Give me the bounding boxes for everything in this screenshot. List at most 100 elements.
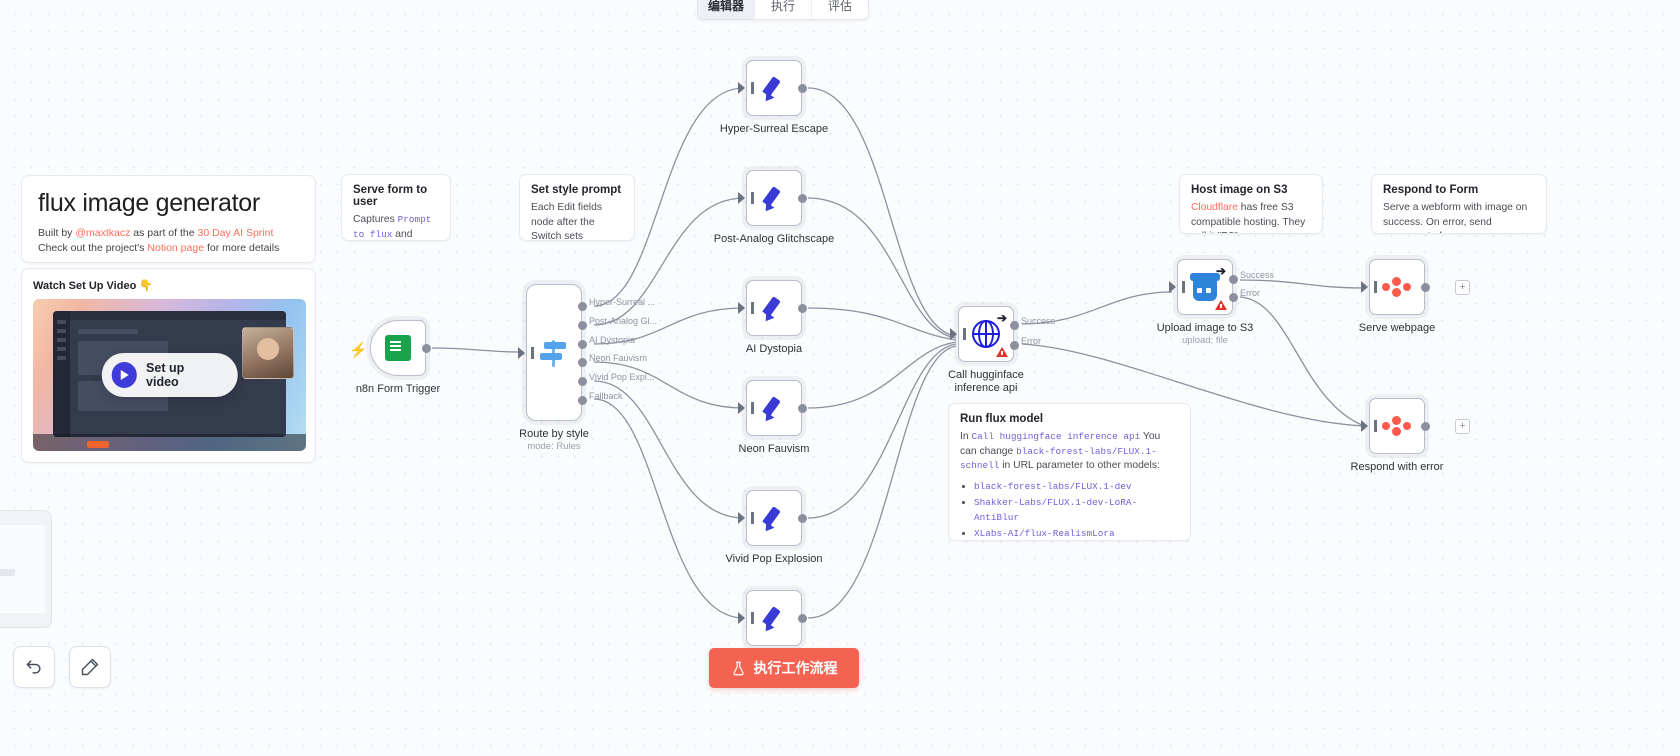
sprint-link[interactable]: 30 Day AI Sprint bbox=[197, 226, 274, 239]
output-port[interactable] bbox=[798, 83, 807, 93]
title-sticky-note[interactable]: flux image generator Built by @maxtkacz … bbox=[21, 175, 316, 263]
node-body[interactable]: ➔ Success Error bbox=[1169, 259, 1274, 315]
node-body[interactable] bbox=[738, 380, 807, 436]
node-hyper-surreal-escape[interactable]: Hyper-Surreal Escape bbox=[720, 60, 828, 135]
output-port[interactable] bbox=[422, 343, 431, 353]
note-text: and bbox=[392, 228, 413, 240]
node-body[interactable] bbox=[738, 280, 807, 336]
input-port[interactable] bbox=[738, 402, 754, 414]
output-port-0[interactable]: Hyper-Surreal ... bbox=[578, 297, 655, 311]
edit-fields-icon bbox=[761, 605, 787, 631]
tab-editor[interactable]: 编辑器 bbox=[698, 0, 755, 19]
note-text: has free S3 compatible hosting. They cal… bbox=[1191, 202, 1306, 233]
output-port[interactable] bbox=[1421, 282, 1430, 292]
node-body[interactable]: Hyper-Surreal ... Post-Analog Gl... AI D… bbox=[518, 284, 657, 421]
node-body[interactable] bbox=[738, 590, 807, 646]
play-video-button[interactable]: Set up video bbox=[101, 353, 238, 397]
output-port[interactable] bbox=[798, 403, 807, 413]
output-port-5[interactable]: Fallback bbox=[578, 391, 623, 405]
input-port[interactable] bbox=[518, 346, 534, 359]
node-route-by-style[interactable]: Hyper-Surreal ... Post-Analog Gl... AI D… bbox=[518, 284, 657, 452]
output-port-1[interactable]: Post-Analog Gl... bbox=[578, 316, 657, 330]
input-port[interactable] bbox=[1361, 420, 1377, 432]
node-respond-with-error[interactable]: + Respond with error bbox=[1351, 398, 1470, 473]
node-label: Respond with error bbox=[1350, 461, 1444, 473]
node-ai-dystopia[interactable]: AI Dystopia bbox=[738, 280, 807, 355]
editor-tabs[interactable]: 编辑器 执行 评估 bbox=[697, 0, 869, 20]
add-node-button[interactable]: + bbox=[1455, 419, 1470, 434]
note-body: In Call huggingface inference api You ca… bbox=[960, 430, 1179, 541]
output-port[interactable] bbox=[798, 513, 807, 523]
switch-icon bbox=[538, 338, 570, 368]
node-body[interactable] bbox=[1361, 398, 1430, 454]
tidy-up-icon bbox=[81, 658, 99, 676]
output-port[interactable] bbox=[798, 613, 807, 623]
built-by-mid: as part of the bbox=[130, 226, 198, 239]
output-port[interactable] bbox=[798, 193, 807, 203]
note-title: Host image on S3 bbox=[1191, 184, 1288, 196]
output-port-3[interactable]: Neon Fauvism bbox=[578, 353, 647, 367]
node-n8n-form-trigger[interactable]: ⚡ n8n Form Trigger bbox=[349, 320, 440, 395]
input-port[interactable] bbox=[738, 612, 754, 624]
notion-suffix: for more details bbox=[204, 241, 280, 254]
input-port[interactable] bbox=[1361, 281, 1377, 293]
node-neon-fauvism[interactable]: Neon Fauvism bbox=[738, 380, 809, 455]
sticky-note-respond-to-form[interactable]: Respond to Form Serve a webform with ima… bbox=[1371, 174, 1547, 234]
cloudflare-link[interactable]: Cloudflare bbox=[1191, 202, 1238, 213]
output-port-success[interactable]: Success bbox=[1010, 316, 1055, 330]
play-button-label: Set up video bbox=[146, 361, 185, 389]
sticky-note-serve-form[interactable]: Serve form to user Captures Prompt to fl… bbox=[341, 174, 451, 241]
setup-video-sticky-note[interactable]: Watch Set Up Video 👇 Set up video bbox=[21, 268, 316, 463]
output-port-2[interactable]: AI Dystopia bbox=[578, 335, 635, 349]
input-port[interactable] bbox=[1169, 281, 1185, 293]
node-call-huggingface-inference-api[interactable]: ➔ Success Error Call hugginface inferenc… bbox=[948, 306, 1055, 394]
output-port-error[interactable]: Error bbox=[1229, 288, 1260, 302]
node-body[interactable]: ⚡ bbox=[349, 320, 431, 376]
video-bottom-strip bbox=[33, 434, 306, 451]
output-port-error[interactable]: Error bbox=[1010, 336, 1041, 350]
node-body[interactable] bbox=[738, 490, 807, 546]
execute-workflow-button[interactable]: 执行工作流程 bbox=[709, 648, 859, 688]
tidy-up-button[interactable] bbox=[69, 646, 111, 688]
output-port-4[interactable]: Vivid Pop Expl... bbox=[578, 372, 654, 386]
node-body[interactable] bbox=[738, 60, 807, 116]
node-label-text: Route by style bbox=[519, 428, 589, 440]
tab-evaluations[interactable]: 评估 bbox=[827, 0, 852, 13]
node-serve-webpage[interactable]: + Serve webpage bbox=[1359, 259, 1470, 334]
output-port-success[interactable]: Success bbox=[1229, 270, 1274, 284]
node-vivid-pop-explosion[interactable]: Vivid Pop Explosion bbox=[725, 490, 823, 565]
s3-bucket-icon bbox=[1190, 273, 1220, 301]
input-port[interactable] bbox=[950, 328, 966, 340]
node-body[interactable] bbox=[738, 170, 807, 226]
node-body[interactable] bbox=[1361, 259, 1430, 315]
node-sublabel: upload: file bbox=[1182, 335, 1228, 346]
output-label: Vivid Pop Expl... bbox=[589, 372, 655, 382]
model-list: black-forest-labs/FLUX.1-dev Shakker-Lab… bbox=[974, 480, 1179, 541]
tab-executions[interactable]: 执行 bbox=[755, 0, 812, 19]
notion-page-link[interactable]: Notion page bbox=[147, 241, 205, 254]
video-app-topbar bbox=[70, 311, 286, 320]
sticky-note-run-flux-model[interactable]: Run flux model In Call huggingface infer… bbox=[948, 403, 1191, 541]
add-node-button[interactable]: + bbox=[1455, 280, 1470, 295]
sticky-note-set-style-prompt[interactable]: Set style prompt Each Edit fields node a… bbox=[519, 174, 635, 241]
node-upload-image-to-s3[interactable]: ➔ Success Error Upload image to S3 uploa… bbox=[1157, 259, 1274, 346]
node-fallback-style[interactable] bbox=[738, 590, 807, 646]
input-port[interactable] bbox=[738, 512, 754, 524]
node-body[interactable]: ➔ Success Error bbox=[950, 306, 1055, 362]
output-port[interactable] bbox=[1421, 421, 1430, 431]
note-title: Run flux model bbox=[960, 413, 1044, 425]
input-port[interactable] bbox=[738, 192, 754, 204]
input-port[interactable] bbox=[738, 82, 754, 94]
title-subtext: Built by @maxtkacz as part of the 30 Day… bbox=[38, 226, 299, 256]
presenter-webcam bbox=[242, 327, 294, 379]
form-trigger-icon bbox=[385, 335, 411, 361]
node-post-analog-glitchscape[interactable]: Post-Analog Glitchscape bbox=[714, 170, 834, 245]
output-port[interactable] bbox=[798, 303, 807, 313]
input-port[interactable] bbox=[738, 302, 754, 314]
author-handle-link[interactable]: @maxtkacz bbox=[75, 226, 131, 239]
video-thumbnail[interactable]: Set up video bbox=[33, 299, 306, 451]
undo-button[interactable] bbox=[13, 646, 55, 688]
sticky-note-host-image-on-s3[interactable]: Host image on S3 Cloudflare has free S3 … bbox=[1179, 174, 1323, 234]
warning-icon bbox=[996, 347, 1008, 357]
